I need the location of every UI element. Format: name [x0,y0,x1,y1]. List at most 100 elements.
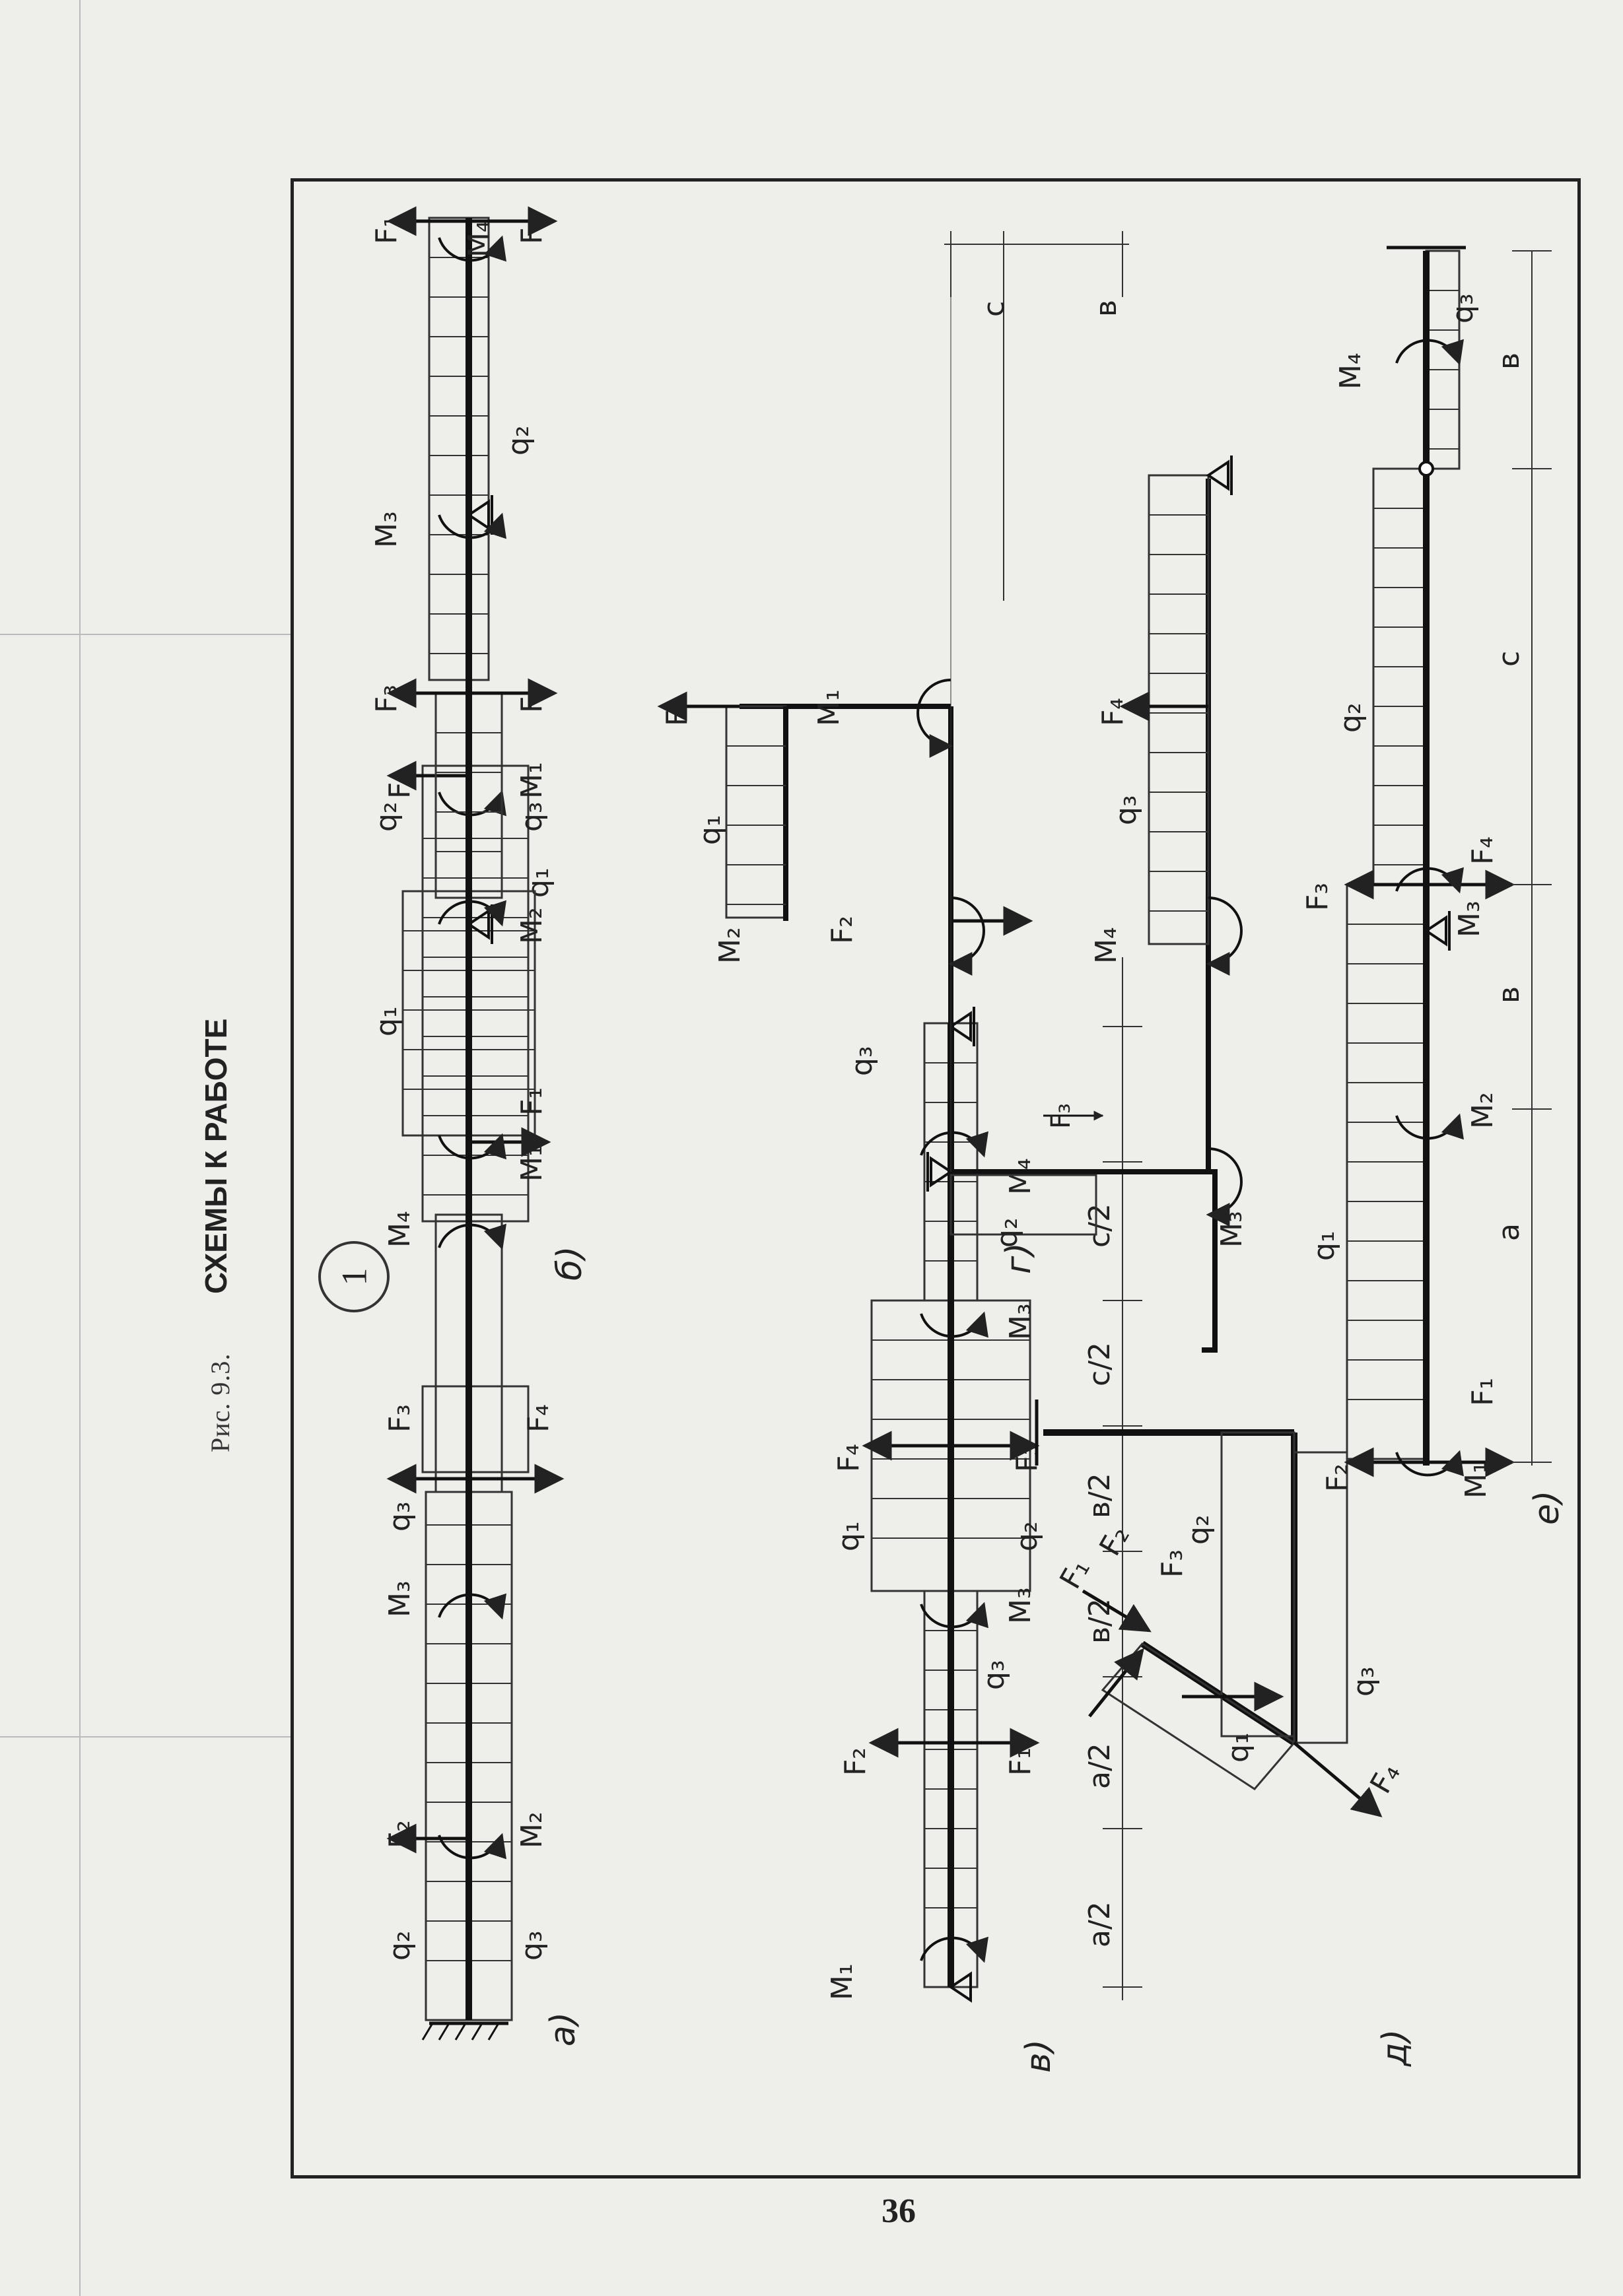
frame-g [951,1169,1218,1353]
label-a-m2: M₂ [515,1811,549,1848]
label-b-q2b: q₂ [502,425,535,456]
scheme-b-label: б) [550,1246,590,1281]
dim-e-b: в [1492,986,1526,1003]
scheme-d: F₁ F₂ F₃ q₂ q₁ F₄ q₃ д) [1035,1400,1415,2067]
label-b-q3: q₃ [515,801,549,832]
label-d-f1: F₁ [1053,1553,1097,1595]
label-g-m1: M₁ [812,689,846,726]
label-e-f2: F₂ [1321,1464,1354,1492]
label-a-m4: M₄ [383,1211,417,1248]
label-v-m1: M₁ [825,1963,859,2000]
label-g-m2: M₂ [713,927,747,964]
label-g-f3: F₃ [1046,1103,1076,1129]
label-e-f4: F₄ [1466,836,1500,865]
dim-v-a1: a/2 [1083,1901,1117,1947]
label-b-m3: M₃ [370,511,403,548]
label-e-m4: M₄ [1334,353,1367,389]
label-a-q2: q₂ [383,1930,417,1961]
label-d-f4: F₄ [1364,1758,1407,1800]
scheme-e-label: е) [1527,1491,1567,1525]
dim-g-c: c [977,301,1011,317]
label-a-q1: q₁ [522,867,555,898]
label-e-q1: q₁ [1307,1231,1341,1261]
label-a-f1: F₁ [383,770,417,799]
label-v-f1: F₁ [1004,1747,1037,1776]
label-v-f4: F₄ [832,1444,866,1472]
label-v-m4: M₄ [1004,1158,1037,1195]
label-b-q2: q₂ [370,801,403,832]
dim-v-a2: a/2 [1083,1743,1117,1789]
label-g-m3: M₃ [1215,1211,1249,1248]
load-band-q1 [421,1385,530,1473]
dim-e-b2: в [1492,353,1526,370]
figure-label: Рис. 9.3. [205,1353,235,1452]
load-band-q1-upper [421,764,530,1223]
label-a-q3: q₃ [515,1930,549,1961]
label-v-f3: F₃ [1010,1444,1044,1472]
scheme-v-label: в) [1019,2039,1058,2073]
label-d-q3: q₃ [1347,1666,1381,1697]
figure-frame [291,178,1581,2178]
page-number: 36 [881,2192,916,2230]
label-b-f3: F₃ [370,685,403,713]
label-d-f2: F₂ [1093,1520,1136,1562]
label-v-q1: q₁ [832,1521,866,1551]
beam-schemes: q₂ M₂ q₃ F₂ M₃ q₃ F₃ F₄ M₄ F₁ M₁ q₁ а) [370,206,1567,2073]
label-b-f1: F₁ [515,1087,549,1116]
scheme-a-label: а) [543,2012,583,2046]
label-e-f1: F₁ [1466,1378,1500,1406]
load-band-q2-right [428,217,490,681]
label-e-m3: M₃ [1453,900,1486,937]
label-a-f3: F₃ [383,1404,417,1433]
fold-line-top [0,634,291,635]
label-b-f1b: F₁ [370,216,403,244]
label-b-f3b: F₃ [515,216,549,244]
dim-g-b: в [1089,300,1123,317]
scan-margin-line [79,0,81,2296]
label-g-f4: F₄ [1096,698,1130,726]
dim-e-a: a [1492,1223,1526,1241]
label-b-m4: M₄ [462,220,496,257]
label-e-q3: q₃ [1446,293,1480,323]
figure-title: СХЕМЫ К РАБОТЕ [199,1018,233,1294]
label-b-f2: F₂ [515,685,549,713]
label-g-f1: F₁ [660,698,694,726]
label-b-m1: M₁ [515,1145,549,1182]
scheme-b: M₁ F₁ q₁ M₂ q₂ q₃ F₃ F₂ M₃ q₂ F₁ M₄ F₃ б… [370,206,590,1281]
scheme-v: M₁ F₂ F₁ q₃ M₃ q₁ F₄ q₂ F₃ M₃ q₃ M₄ a/2 … [825,957,1142,2073]
variant-number: 1 [318,1241,390,1312]
label-e-q2: q₂ [1334,702,1367,733]
label-d-q2: q₂ [1182,1514,1216,1545]
hinge [1418,461,1434,477]
label-g-f2: F₂ [825,916,859,944]
label-g-q1: q₁ [693,815,727,845]
label-v-m3b: M₃ [1004,1303,1037,1340]
dim-v-b2: в/2 [1083,1473,1117,1518]
label-b-m2: M₂ [515,907,549,944]
scheme-d-label: д) [1375,2029,1415,2067]
label-b-q1: q₁ [370,1006,403,1036]
label-a-f2: F₂ [383,1820,417,1848]
label-v-q3b: q₃ [845,1046,879,1076]
label-g-q2: q₂ [990,1217,1024,1248]
scheme-a: q₂ M₂ q₃ F₂ M₃ q₃ F₃ F₄ M₄ F₁ M₁ q₁ а) [383,760,583,2046]
label-a-q3b: q₃ [383,1501,417,1532]
scheme-g: q₂ F₃ M₃ M₂ q₁ F₂ F₁ M₁ M₄ q₃ F₄ c в г) [657,231,1249,1353]
label-e-m1: M₁ [1459,1462,1493,1499]
scheme-e: M₁ F₂ F₁ q₁ M₂ F₃ M₃ F₄ q₂ M₄ q₃ a в c в… [1301,246,1567,1525]
label-g-q3: q₃ [1109,795,1143,825]
label-a-m1: M₁ [515,762,549,799]
label-a-f4: F₄ [522,1404,555,1433]
label-d-q1: q₁ [1222,1732,1255,1763]
dim-v-b1: в/2 [1083,1598,1117,1644]
label-d-f3: F₃ [1156,1549,1189,1578]
label-a-m3: M₃ [383,1580,417,1617]
dim-e-c: c [1492,651,1526,667]
label-e-m2: M₂ [1466,1092,1500,1129]
dim-v-c2: c/2 [1083,1203,1117,1248]
fold-line-bottom [0,1736,291,1738]
label-v-f2: F₂ [839,1747,872,1776]
label-v-q2: q₂ [1010,1521,1044,1551]
label-v-q3: q₃ [977,1660,1011,1690]
